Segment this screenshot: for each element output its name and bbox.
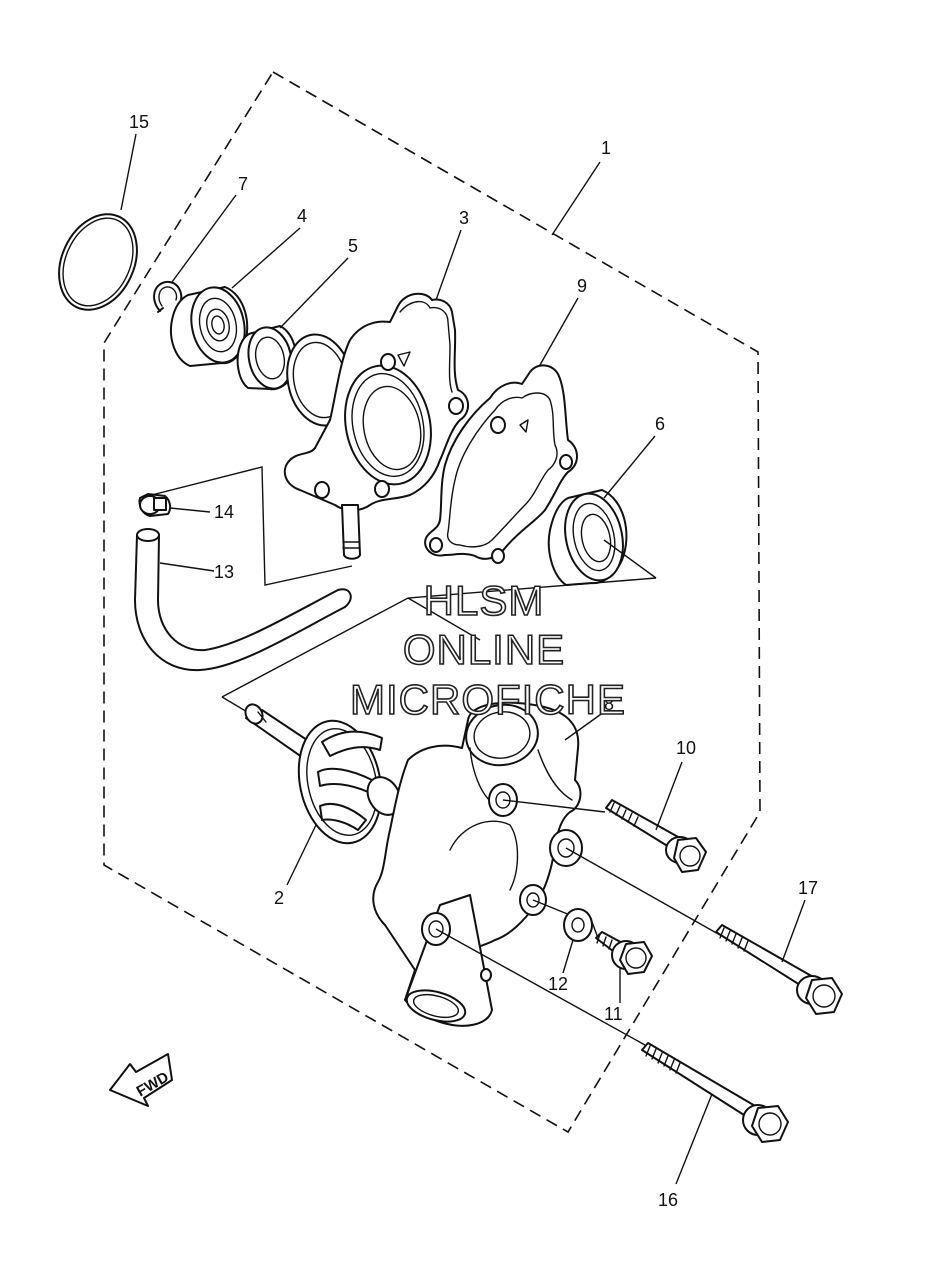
part-15-o-ring — [58, 213, 138, 311]
fwd-arrow-icon: FWD — [109, 1053, 173, 1107]
callout-15: 15 — [129, 112, 149, 132]
callout-16: 16 — [658, 1190, 678, 1210]
callout-1: 1 — [601, 138, 611, 158]
callout-10: 10 — [676, 738, 696, 758]
callout-5: 5 — [348, 236, 358, 256]
part-2-impeller — [244, 703, 402, 845]
callout-17: 17 — [798, 878, 818, 898]
part-16-bolt — [641, 1042, 789, 1143]
callout-11: 11 — [604, 1004, 623, 1024]
callout-labels: 1 2 3 4 5 6 7 8 9 10 11 12 13 14 15 16 1… — [129, 112, 818, 1210]
bolt-guide-lines — [435, 799, 721, 1046]
callout-3: 3 — [459, 208, 469, 228]
part-3-housing-cover — [283, 292, 469, 560]
part-9-gasket — [424, 364, 578, 564]
watermark-line-3: MICROFICHE — [350, 676, 626, 723]
part-11-bolt — [595, 931, 653, 975]
part-4-bearing — [170, 286, 249, 367]
callout-8: 8 — [604, 694, 614, 714]
part-13-hose — [134, 528, 352, 672]
part-7-circlip — [153, 280, 183, 313]
callout-2: 2 — [274, 888, 284, 908]
callout-12: 12 — [548, 974, 568, 994]
callout-13: 13 — [214, 562, 234, 582]
watermark-line-1: HLSM — [424, 577, 545, 624]
assembly-boundary — [103, 70, 761, 1134]
callout-9: 9 — [577, 276, 587, 296]
part-14-hose-clamp — [138, 493, 172, 517]
part-17-bolt — [715, 924, 843, 1015]
callout-14: 14 — [214, 502, 234, 522]
callout-7: 7 — [238, 174, 248, 194]
part-6-oil-seal — [547, 489, 628, 586]
callout-4: 4 — [297, 206, 307, 226]
part-10-bolt — [605, 799, 707, 873]
callout-leaders — [120, 133, 806, 1185]
part-12-washer — [563, 908, 593, 942]
callout-6: 6 — [655, 414, 665, 434]
watermark: HLSM ONLINE MICROFICHE — [349, 576, 626, 724]
watermark-line-2: ONLINE — [403, 626, 565, 673]
part-8-pump-housing — [372, 701, 583, 1027]
